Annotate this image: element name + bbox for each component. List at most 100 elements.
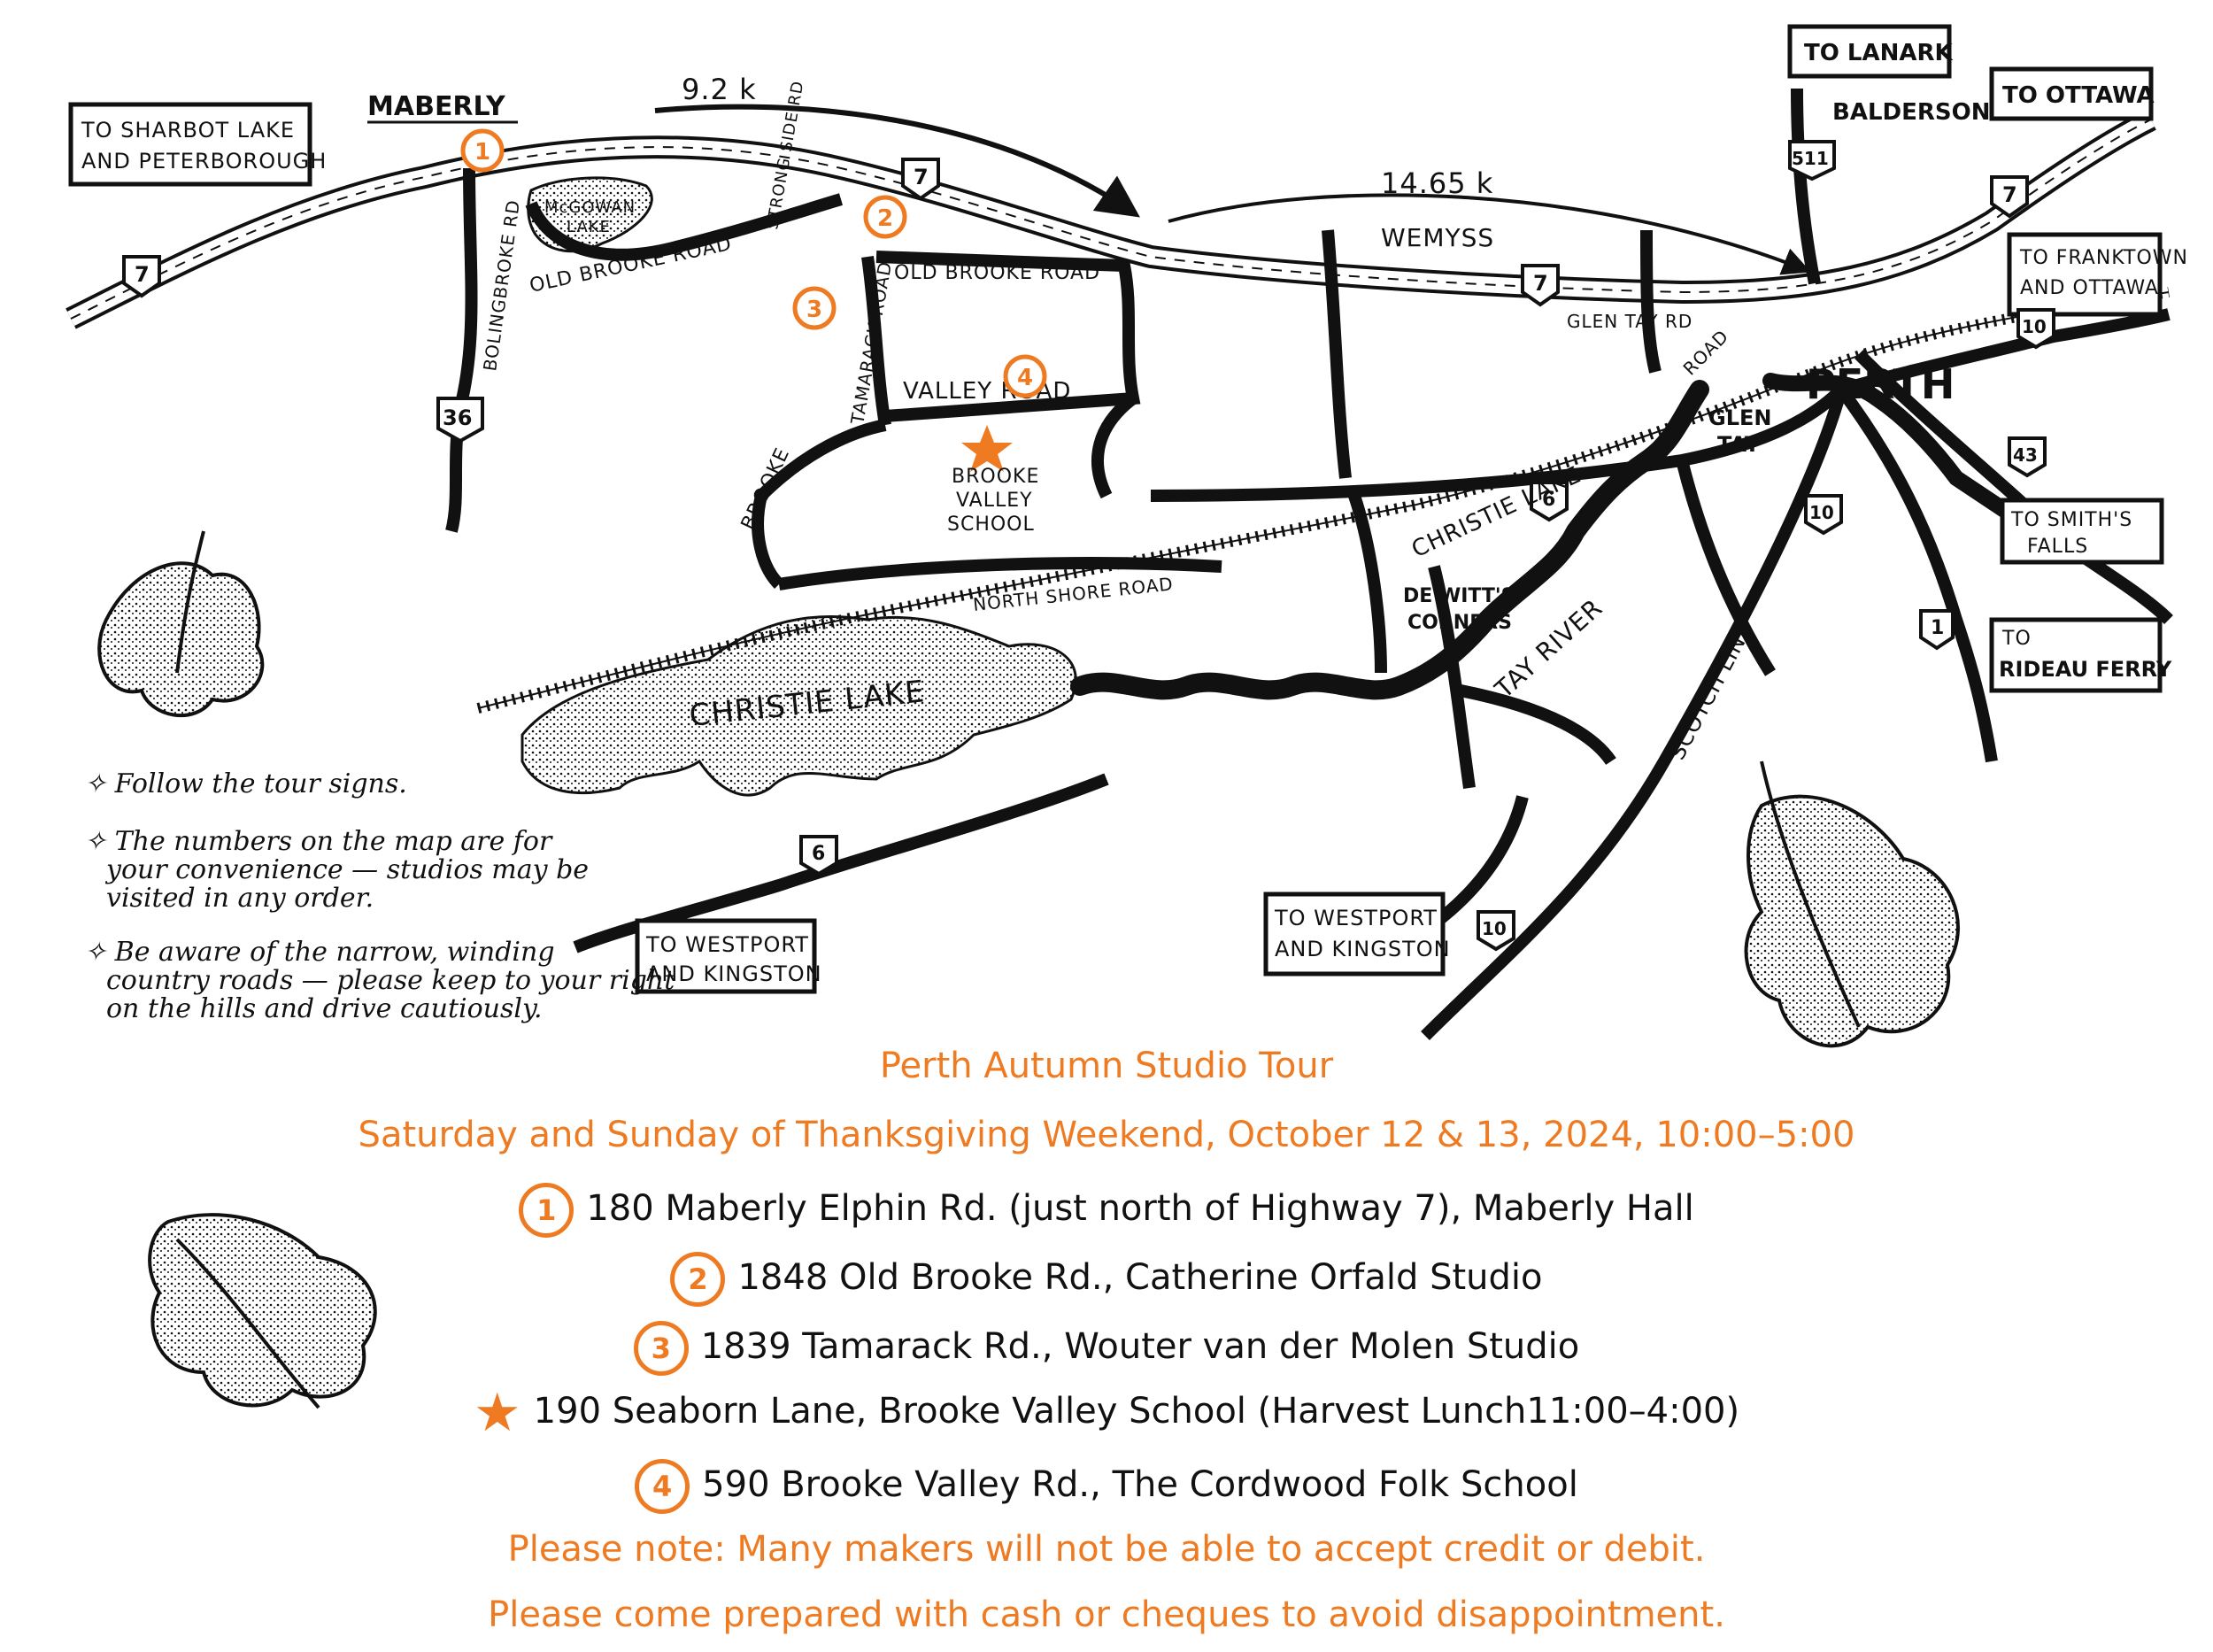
svg-text:TO WESTPORT: TO WESTPORT [1274,906,1438,930]
shield-43: 43 [2008,436,2047,478]
svg-text:✧ Be aware of the narrow, wind: ✧ Be aware of the narrow, winding [84,937,555,968]
svg-text:CORNERS: CORNERS [1407,612,1512,634]
tay-river [1070,380,1709,700]
direction-box-smiths-falls: TO SMITH'S FALLS [2000,498,2164,565]
town-perth: PERTH [1806,360,1955,408]
svg-text:TO: TO [2001,628,2032,650]
shield-7-c: 7 [1521,264,1560,307]
shield-10-b: 10 [1804,494,1843,536]
stop-1-text: 180 Maberly Elphin Rd. (just north of Hi… [586,1188,1694,1229]
svg-text:RIDEAU FERRY: RIDEAU FERRY [1999,657,2172,682]
road-label-valley-road: VALLEY ROAD [903,378,1071,405]
road-label-north-shore: NORTH SHORE ROAD [972,573,1175,615]
leaf-illustration-3 [148,1213,377,1409]
tour-notes: ✧ Follow the tour signs. ✧ The numbers o… [84,768,675,1024]
svg-text:7: 7 [1533,271,1548,296]
stop-4-text: 590 Brooke Valley Rd., The Cordwood Folk… [702,1464,1578,1505]
map-marker-3[interactable]: 3 [792,286,837,330]
town-wemyss: WEMYSS [1381,223,1494,252]
tour-dates: Saturday and Sunday of Thanksgiving Week… [358,1115,1855,1155]
direction-box-sharbot: TO SHARBOT LAKE AND PETERBOROUGH [68,102,327,187]
town-dewitts-corners: DE WITT'S [1403,585,1515,607]
shield-6-b: 6 [799,835,838,876]
svg-text:1: 1 [474,139,490,166]
svg-text:1: 1 [1931,617,1944,639]
star-icon: ★ [473,1382,521,1444]
stop-marker-4: 4 [635,1459,690,1514]
tour-title: Perth Autumn Studio Tour [879,1046,1334,1086]
svg-text:on the hills and drive cautiou: on the hills and drive cautiously. [106,993,542,1024]
svg-text:TO WESTPORT: TO WESTPORT [645,932,809,957]
svg-text:country roads — please keep to: country roads — please keep to your righ… [106,965,675,996]
direction-box-westport-right: TO WESTPORT AND KINGSTON [1263,892,1451,977]
stop-3: 3 1839 Tamarack Rd., Wouter van der Molen… [0,1321,2213,1376]
town-glen-tay: GLEN [1708,405,1771,430]
svg-text:2: 2 [877,205,893,232]
svg-text:7: 7 [2002,182,2017,207]
svg-text:LAKE: LAKE [567,218,611,236]
shield-10-c: 10 [1477,910,1515,952]
direction-box-lanark: TO LANARK [1787,24,1953,79]
map-marker-4[interactable]: 4 [1003,354,1047,398]
road-label-bolingbroke: BOLINGBROKE RD [479,198,524,373]
svg-text:TO SMITH'S: TO SMITH'S [2010,509,2132,531]
shield-7-b: 7 [901,158,940,201]
svg-text:your convenience — studios may: your convenience — studios may be [104,854,589,885]
direction-box-ottawa: TO OTTAWA [1989,66,2155,121]
shield-10-a: 10 [2016,308,2055,350]
direction-box-rideau-ferry: TO RIDEAU FERRY [1989,617,2172,693]
svg-text:43: 43 [2013,444,2038,466]
svg-text:TO SHARBOT LAKE: TO SHARBOT LAKE [81,118,295,143]
distance-arrow-2 [1168,193,1811,275]
svg-text:6: 6 [1542,489,1555,511]
svg-text:AND PETERBOROUGH: AND PETERBOROUGH [81,149,327,174]
lake-mcgowan: McGOWAN [544,198,636,217]
stop-2-text: 1848 Old Brooke Rd., Catherine Orfald St… [737,1257,1543,1298]
map-marker-2[interactable]: 2 [863,195,907,239]
svg-text:AND OTTAWA: AND OTTAWA [2020,277,2159,299]
shield-7-a: 7 [122,255,161,298]
shield-7-d: 7 [1990,175,2029,219]
road-label-old-brooke-2: OLD BROOKE ROAD [894,262,1100,284]
svg-text:TAY: TAY [1717,432,1761,457]
svg-text:TO LANARK: TO LANARK [1804,40,1953,66]
svg-text:10: 10 [2022,316,2047,337]
shield-36: 36 [436,397,484,444]
svg-text:10: 10 [1809,502,1834,523]
school-star-icon[interactable] [961,425,1013,472]
stop-marker-2: 2 [670,1252,726,1307]
road-label-brooke: BROOKE [737,444,795,534]
svg-text:✧ Follow the tour signs.: ✧ Follow the tour signs. [84,768,407,799]
svg-text:AND KINGSTON: AND KINGSTON [646,961,822,986]
shield-511: 511 [1788,140,1836,181]
direction-box-westport-left: TO WESTPORT AND KINGSTON [635,918,822,994]
stop-school: ★ 190 Seaborn Lane, Brooke Valley School … [0,1382,2213,1444]
school-label: BROOKE [952,466,1039,488]
svg-text:4: 4 [1017,365,1033,391]
leaf-illustration-2 [1744,760,1960,1048]
town-maberly: MABERLY [367,91,506,122]
direction-box-franktown: TO FRANKTOWN AND OTTAWA [2007,232,2187,317]
svg-text:10: 10 [1482,918,1507,939]
christie-lake-shape [520,615,1077,797]
town-balderson: BALDERSON [1832,99,1990,126]
stop-marker-3: 3 [633,1321,689,1376]
map-marker-1[interactable]: 1 [460,128,505,173]
road-label-scotch-line: SCOTCH LINE [1665,619,1758,764]
svg-text:✧ The numbers on the map are f: ✧ The numbers on the map are for [84,826,553,857]
stop-school-text: 190 Seaborn Lane, Brooke Valley School (… [533,1391,1740,1432]
svg-text:SCHOOL: SCHOOL [947,513,1035,536]
stop-3-text: 1839 Tamarack Rd., Wouter van der Molen … [700,1326,1580,1367]
stop-2: 2 1848 Old Brooke Rd., Catherine Orfald S… [0,1252,2213,1307]
svg-text:7: 7 [135,262,150,287]
svg-text:3: 3 [806,297,822,323]
road-label-tamarack: TAMARACK ROAD [846,259,896,427]
svg-text:AND KINGSTON: AND KINGSTON [1275,937,1451,961]
distance-14-65k: 14.65 k [1381,166,1493,200]
highway-7 [66,109,2156,329]
svg-text:7: 7 [914,165,929,189]
leaf-illustration-1 [97,530,265,717]
road-label-road: ROAD [1679,325,1733,379]
payment-note-1: Please note: Many makers will not be abl… [507,1529,1706,1570]
